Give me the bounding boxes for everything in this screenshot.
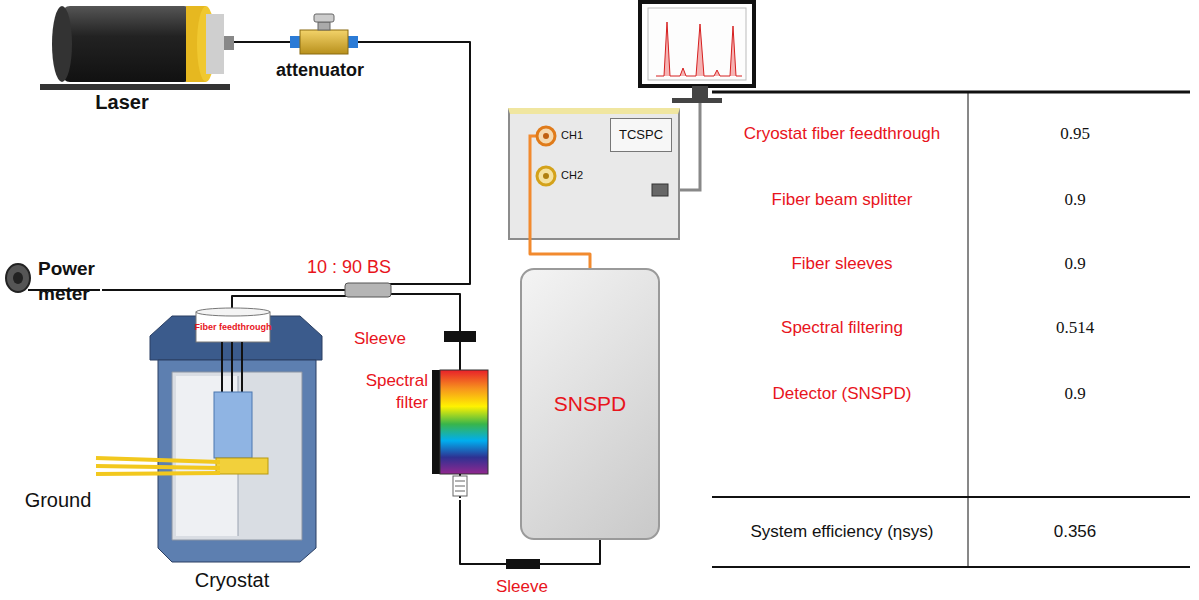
signal-cable [530,240,590,268]
channel-socket [537,127,555,145]
node-label: Spectral filter [352,370,428,414]
cryostat-drawing [96,306,322,562]
node-label: Cryostat [195,568,269,592]
tcspc-device: TCSPC [508,108,680,240]
usb-port [652,184,668,196]
optical-fiber [102,289,300,291]
attenuator: attenuator [262,14,382,84]
table-cell: 0.9 [1064,384,1085,404]
signal-cable [530,136,538,240]
optical-fiber [240,41,262,43]
spectral-filter: Spectral filter [352,366,492,500]
node-label: Power meter [38,257,100,306]
table-cell: System efficiency (ηsys) [751,522,934,542]
sleeve: Sleeve [352,326,482,352]
table-cell: Cryostat fiber feedthrough [744,124,941,144]
node-label: Sleeve [496,577,548,597]
node-label: Fiber feedthrough [195,322,272,333]
optical-fiber [382,42,470,284]
beam-splitter-drawing [300,283,398,297]
sleeve: Sleeve [490,555,554,599]
beam-splitter: 10 : 90 BS [300,256,398,298]
cryostat: Fiber feedthroughCryostat [140,306,340,596]
channel-socket [543,133,549,139]
table-cell: Fiber beam splitter [772,190,913,210]
optical-fiber [554,540,600,564]
laser: Laser [40,0,240,114]
optical-fiber [460,500,490,564]
table-cell: 0.514 [1056,318,1094,338]
channel-socket [537,167,555,185]
table-rules [712,92,1190,568]
power-meter: Power meter [2,255,102,317]
node-label: 10 : 90 BS [307,257,391,279]
optical-fiber [232,296,300,306]
attenuator-drawing [262,14,382,54]
table-cell: 0.95 [1060,124,1090,144]
node-label: Sleeve [354,329,406,349]
table-cell: 0.356 [1054,522,1097,542]
detector-box: SNSPD [520,268,660,540]
table-cell: Detector (SNSPD) [773,384,912,404]
node-label: TCSPC [610,118,672,152]
optical-fiber [398,294,460,326]
node-label: SNSPD [554,391,626,416]
channel-label: CH1 [561,129,583,142]
laser-drawing [40,6,240,90]
channel-label: CH2 [561,169,583,182]
channel-socket [543,173,549,179]
optical-fiber [459,352,461,366]
table-cell: Fiber sleeves [791,254,892,274]
node-label: Laser [95,90,148,114]
ground-label: Ground [25,488,92,512]
table-cell: 0.9 [1064,190,1085,210]
node-label: attenuator [276,60,364,82]
table-cell: 0.9 [1064,254,1085,274]
table-cell: Spectral filtering [781,318,903,338]
